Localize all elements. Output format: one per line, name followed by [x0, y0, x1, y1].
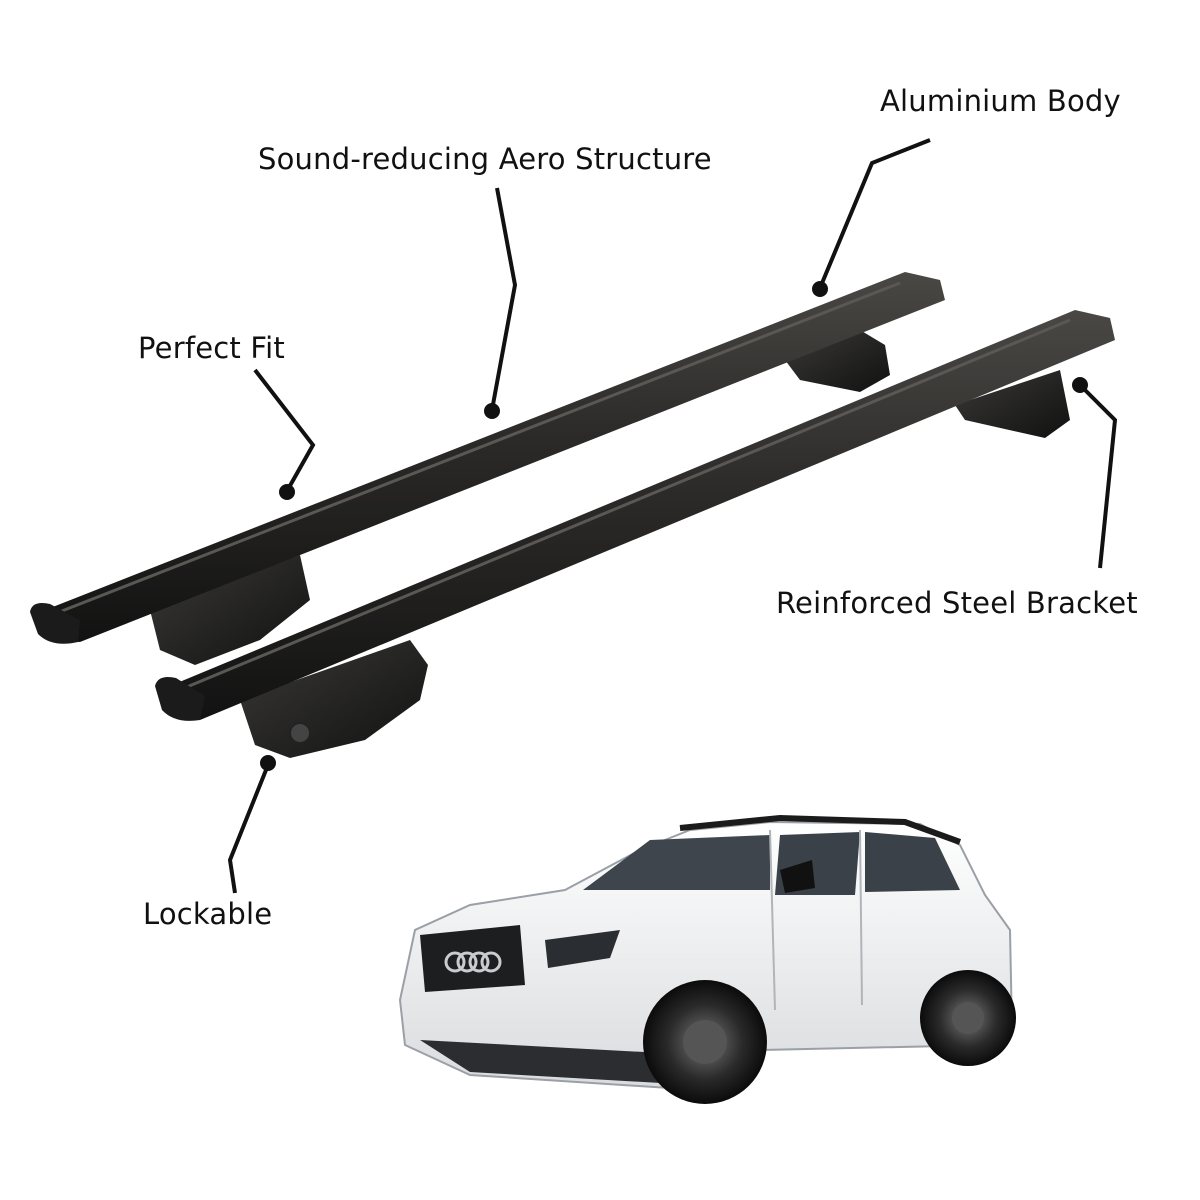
callout-lockable: Lockable	[143, 897, 273, 931]
leader-aluminium	[812, 138, 931, 297]
rear-crossbar	[30, 272, 945, 665]
callout-reinforced-steel-bracket: Reinforced Steel Bracket	[776, 586, 1138, 620]
grille-rings	[444, 951, 502, 973]
front-crossbar	[155, 310, 1115, 758]
suv-car	[398, 814, 1016, 1104]
leader-perfect-fit	[253, 368, 316, 500]
leader-lockable	[227, 755, 276, 894]
leader-reinforced	[1072, 377, 1118, 569]
leader-sound	[484, 187, 518, 419]
callout-aluminium-body: Aluminium Body	[880, 84, 1121, 118]
callout-perfect-fit: Perfect Fit	[138, 331, 286, 365]
callout-sound-reducing-aero-structure: Sound-reducing Aero Structure	[258, 142, 712, 176]
